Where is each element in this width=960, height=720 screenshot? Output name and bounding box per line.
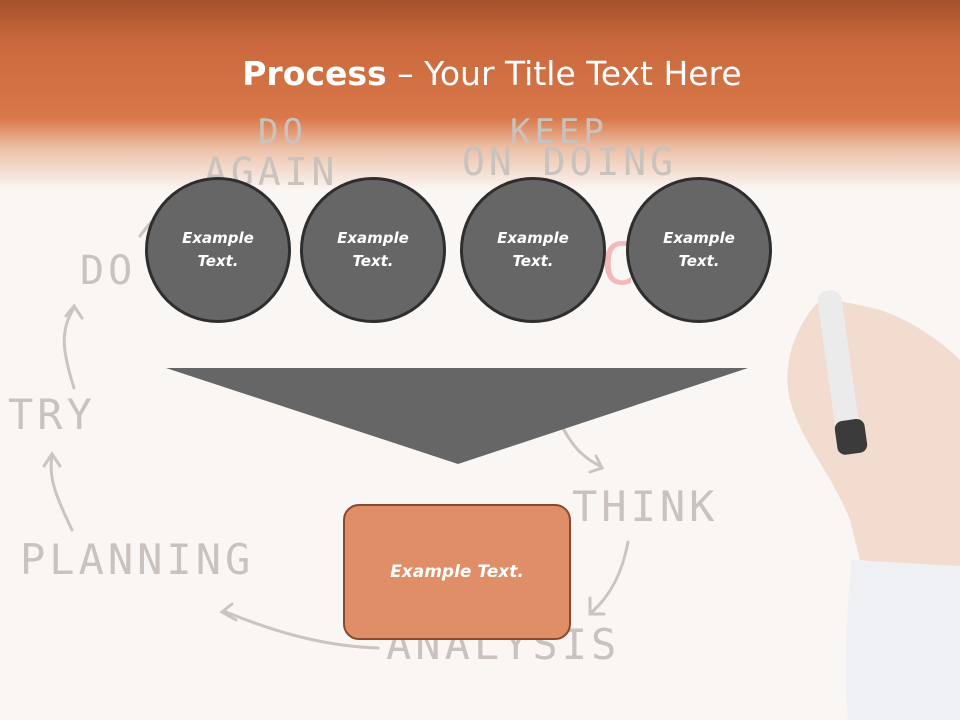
circle-4-line2: Text. — [678, 252, 720, 270]
result-box[interactable]: Example Text. — [343, 504, 571, 640]
circle-2-line2: Text. — [352, 252, 394, 270]
arrow-planning-to-try — [49, 454, 74, 532]
slide-title: Process – Your Title Text Here — [0, 52, 960, 96]
arrow-try-to-do — [62, 306, 76, 390]
sketch-word-on-doing: ON DOING — [462, 140, 678, 184]
sketch-word-keep: KEEP — [510, 112, 608, 152]
title-rest: – Your Title Text Here — [386, 54, 742, 93]
circle-1-line1: Example — [182, 229, 254, 247]
arrow-analysis-to-planning — [224, 610, 380, 650]
sketch-word-do: DO — [80, 248, 137, 294]
circle-2-line1: Example — [337, 229, 409, 247]
circle-1-line2: Text. — [197, 252, 239, 270]
sketch-word-planning: PLANNING — [20, 535, 255, 584]
title-banner — [0, 0, 960, 190]
arrow-think-to-analysis — [590, 540, 630, 614]
title-bold: Process — [242, 54, 387, 93]
arrow-funnel-to-think — [562, 428, 602, 468]
sketch-word-try: TRY — [8, 390, 96, 439]
circle-3-line1: Example — [497, 229, 569, 247]
circle-3-line2: Text. — [512, 252, 554, 270]
result-label: Example Text. — [390, 562, 524, 582]
sketch-word-do-top: DO — [258, 112, 307, 152]
sketch-word-think: THINK — [572, 482, 719, 531]
circle-4-line1: Example — [663, 229, 735, 247]
